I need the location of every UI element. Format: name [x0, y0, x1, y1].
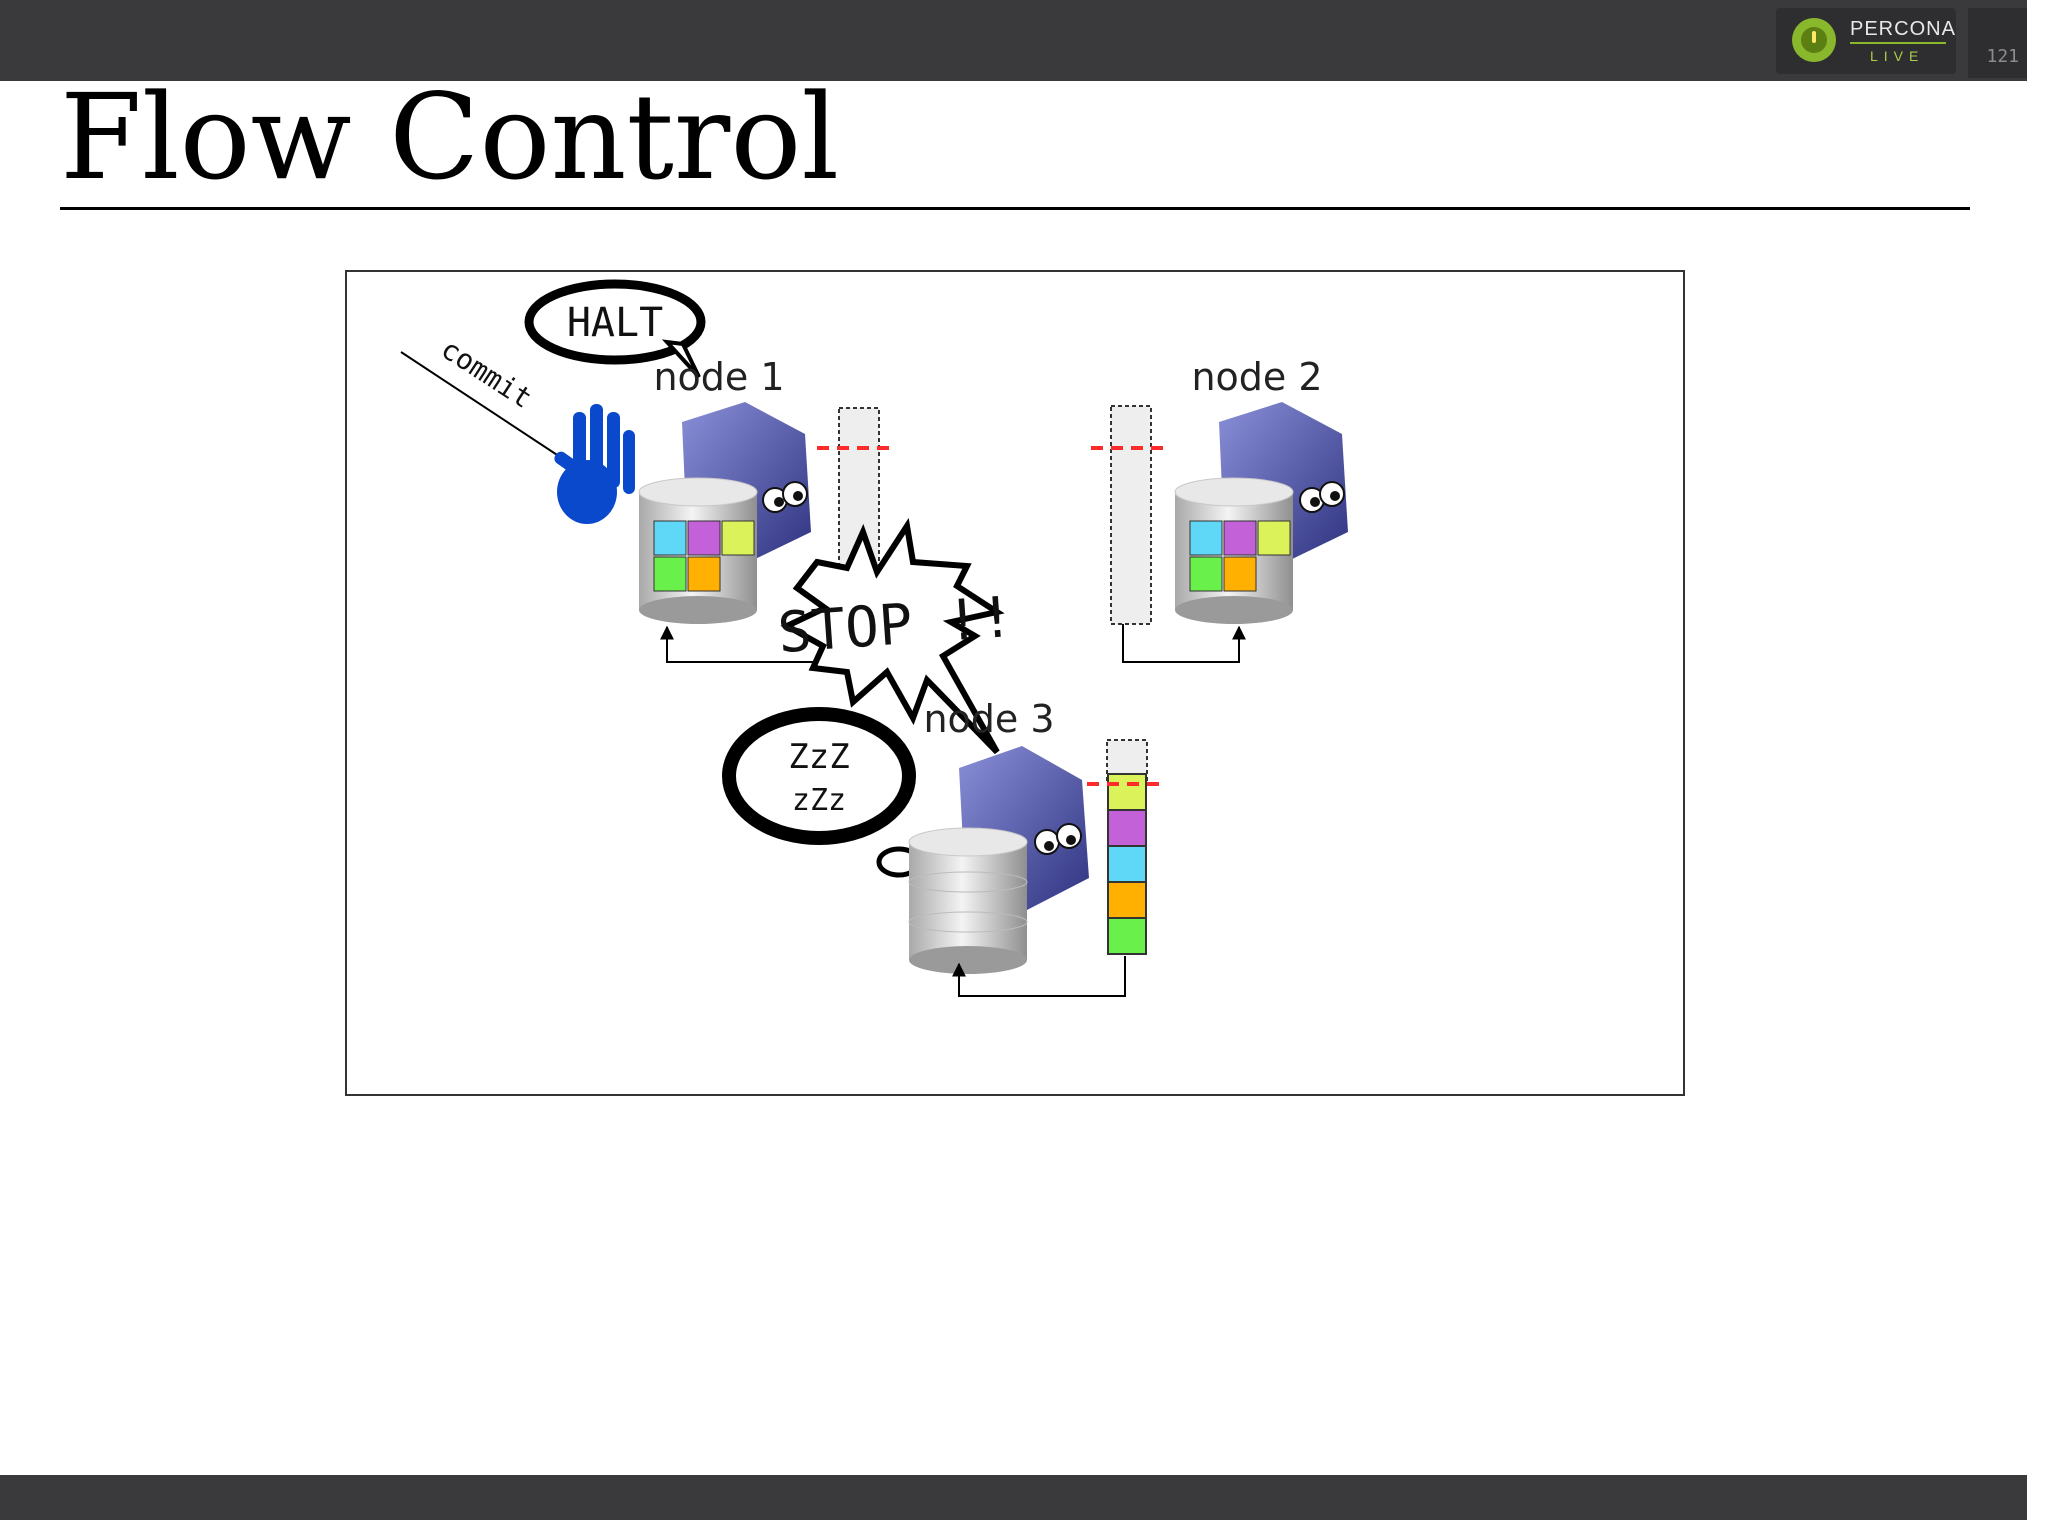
- logo-brand: PERCONA: [1850, 18, 1956, 40]
- halt-text: HALT: [567, 300, 663, 346]
- slide-title: Flow Control: [60, 68, 840, 206]
- bottom-bar: [0, 1475, 2027, 1520]
- node-1-feedback-arrow: [660, 625, 822, 663]
- sleep-line-1: ZzZ: [788, 737, 849, 777]
- sleep-thought-bubble: ZzZ zZz: [722, 707, 941, 899]
- page-number: 121: [1986, 46, 2019, 67]
- node-2-database: [1174, 477, 1294, 624]
- stop-speech-burst: STOP !!: [776, 517, 1016, 755]
- node-3-feedback-arrow: [952, 956, 1126, 997]
- logo-divider: [1850, 42, 1946, 44]
- node-2-label: node 2: [1191, 355, 1322, 399]
- node-3-label: node 3: [923, 697, 1054, 741]
- halt-speech-bubble: HALT: [524, 279, 706, 379]
- node-2-feedback-arrow: [1122, 624, 1246, 663]
- logo-subtitle: LIVE: [1870, 48, 1925, 64]
- page-number-box: 121: [1968, 8, 2027, 78]
- commit-label: commit: [435, 332, 538, 415]
- node-1-label: node 1: [653, 355, 784, 399]
- diagram-illustration: HALT commit node 1: [400, 279, 1348, 997]
- top-bar: PERCONA LIVE 121: [0, 0, 2027, 81]
- node-1-database: [638, 477, 758, 624]
- node-3-queue: [1087, 739, 1167, 955]
- sleep-line-2: zZz: [792, 783, 846, 818]
- node-2-queue: [1091, 405, 1167, 625]
- flow-control-diagram: HALT commit node 1: [345, 270, 1685, 1096]
- power-icon: [1792, 18, 1836, 62]
- stop-hand-icon: [554, 404, 635, 524]
- title-divider: [60, 207, 1970, 210]
- percona-live-logo: PERCONA LIVE: [1776, 8, 1956, 74]
- node-3-database: [908, 827, 1028, 974]
